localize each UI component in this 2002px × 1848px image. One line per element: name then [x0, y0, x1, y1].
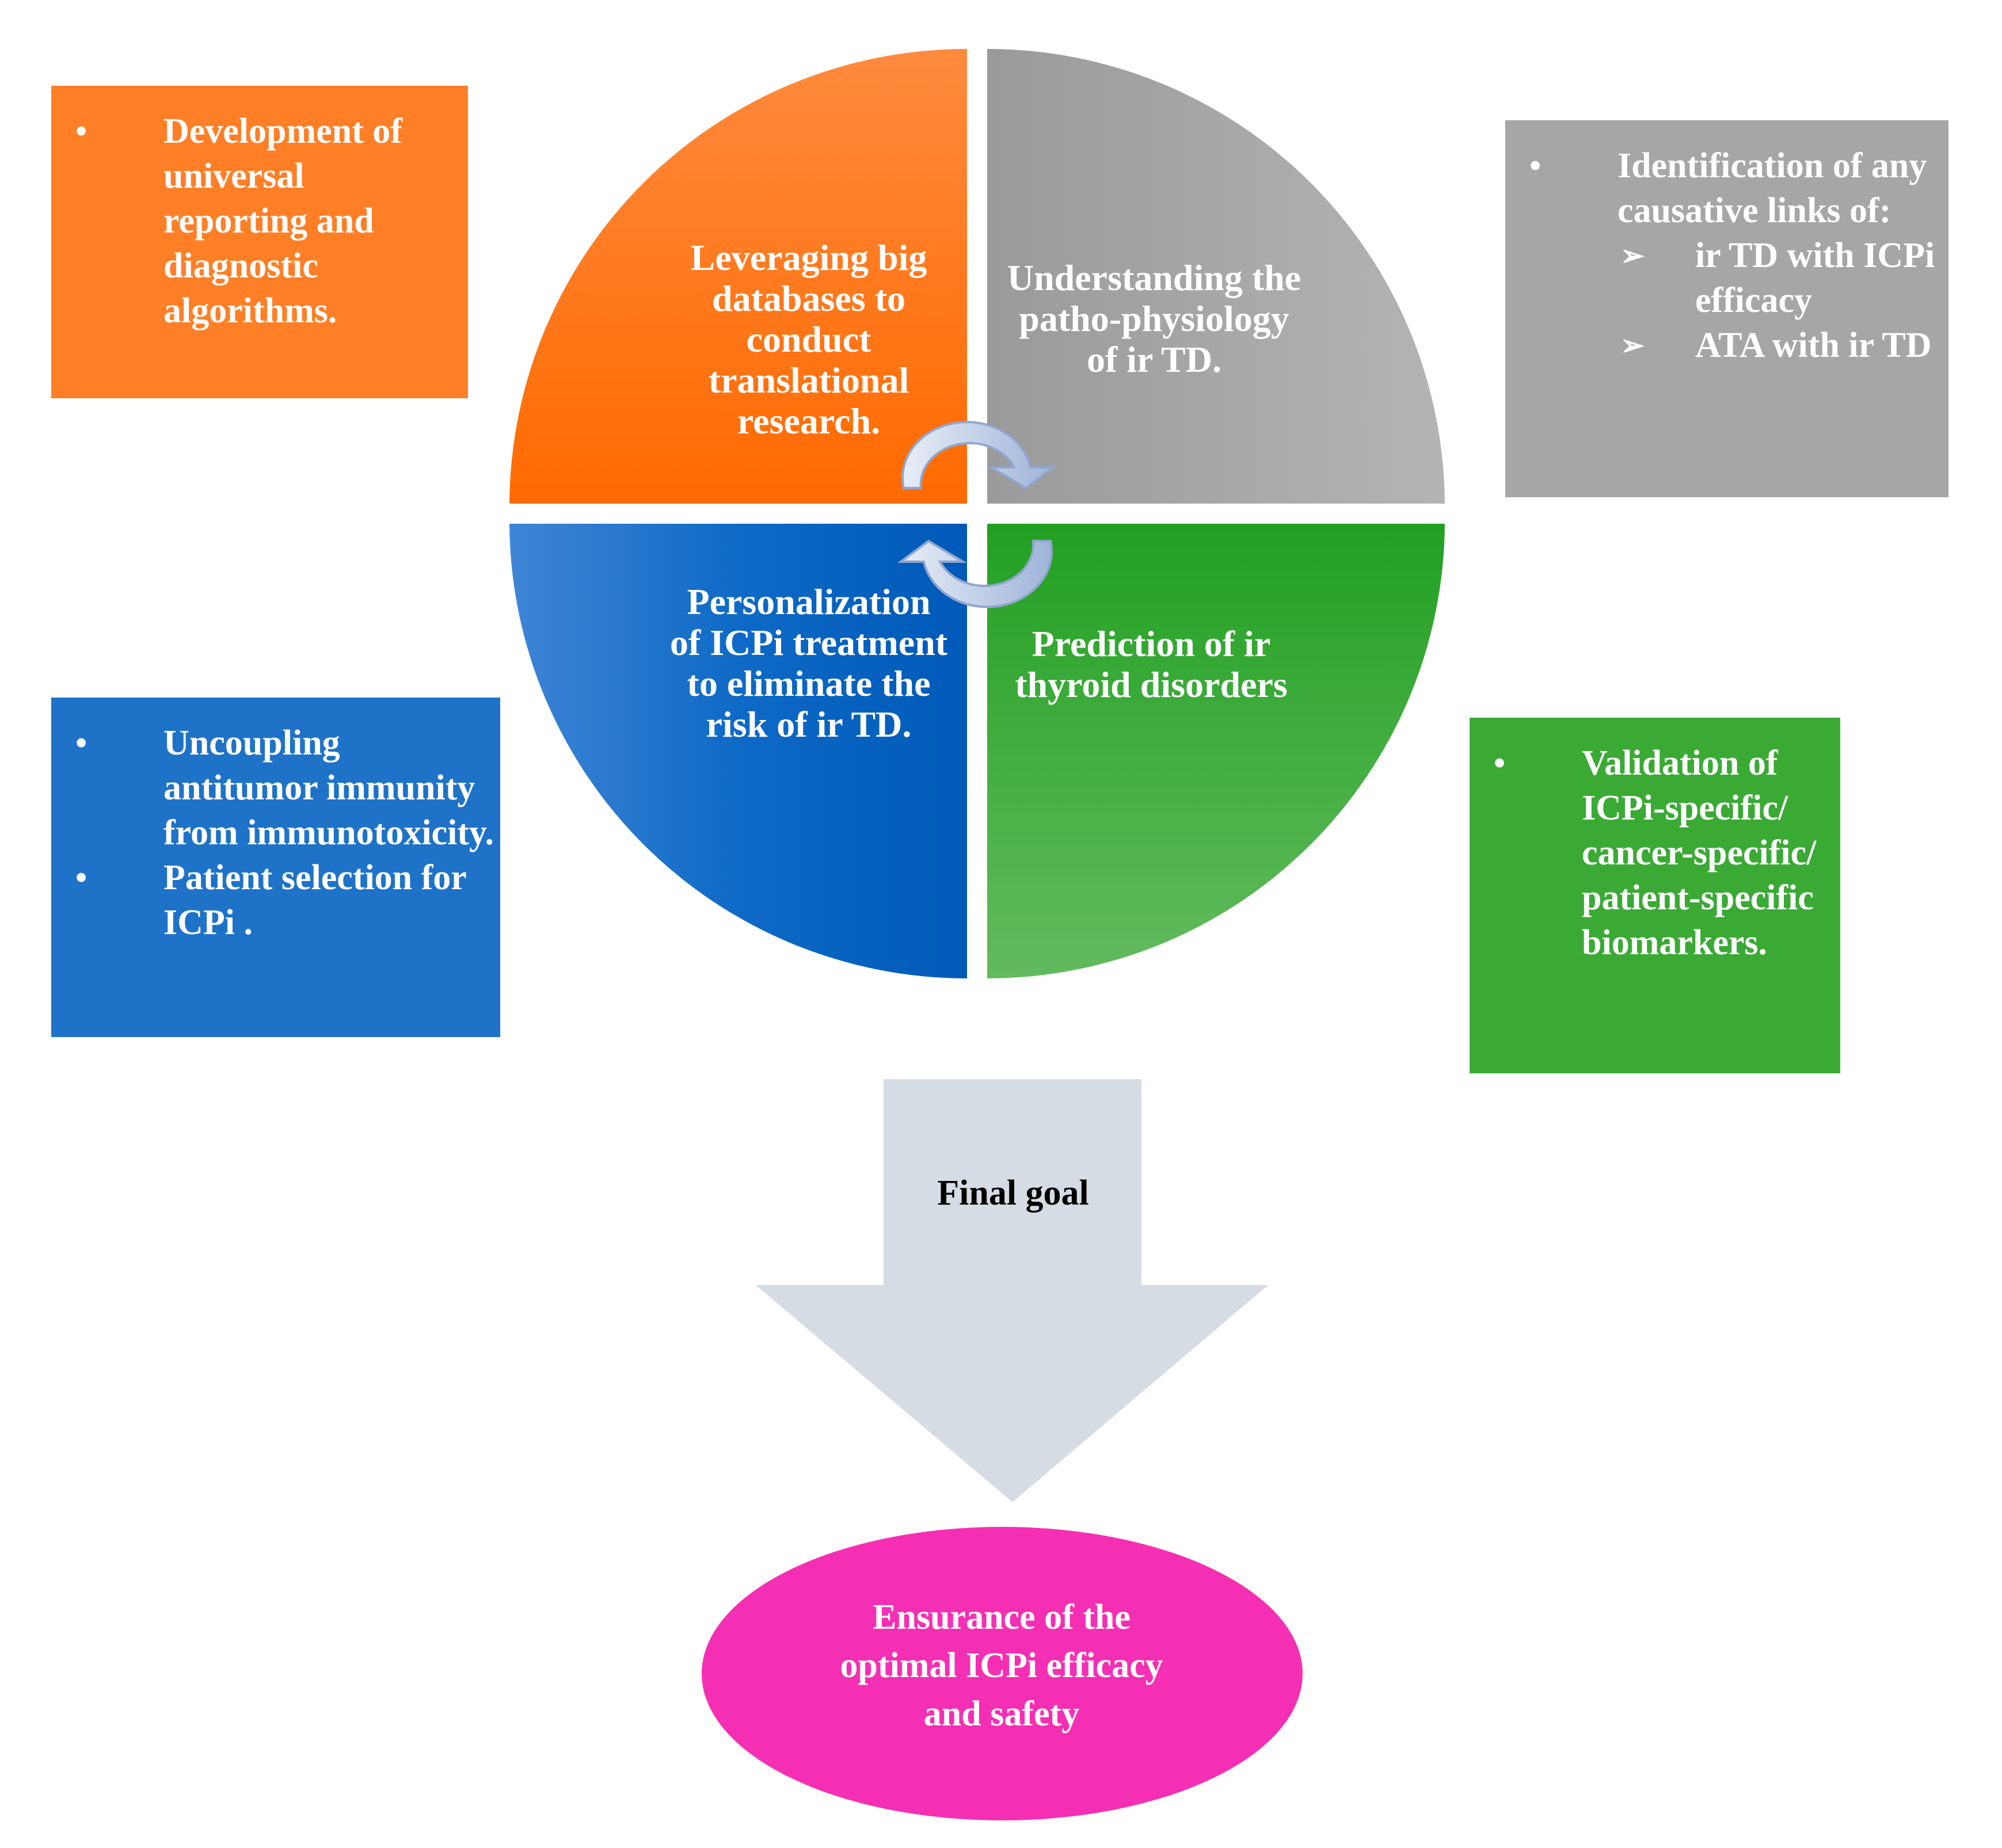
box-orange: Development of universal reporting and d…: [51, 86, 468, 398]
box-gray: Identification of any causative links of…: [1505, 120, 1948, 497]
sub-list-item: ATA with ir TD: [1505, 323, 1943, 368]
goal-ellipse: [702, 1527, 1303, 1820]
list-item: Patient selection for ICPi .: [51, 855, 494, 945]
goal-text: Ensurance of the optimal ICPi efficacy a…: [840, 1598, 1163, 1733]
quadrant-label-bottom-right: Prediction of ir thyroid disorders: [1015, 623, 1288, 705]
quadrant-label-bottom-left: Personalization of ICPi treatment to eli…: [669, 581, 948, 745]
final-goal-label: Final goal: [937, 1173, 1089, 1213]
cycle-arrow-bottom-icon: [897, 539, 1053, 608]
quadrant-gray: [987, 49, 1445, 504]
quadrant-label-top-right: Understanding the patho-physiology of ir…: [1007, 257, 1301, 380]
quadrant-green: [987, 524, 1445, 978]
final-goal-arrow: [756, 1079, 1268, 1502]
box-green: Validation of ICPi-specific/ cancer-spec…: [1470, 718, 1840, 1073]
sub-list-item: ir TD with ICPi efficacy: [1505, 233, 1943, 323]
cycle-arrow-top-icon: [901, 421, 1057, 490]
quadrant-orange: [509, 49, 967, 504]
box-blue: Uncoupling antitumor immunity from immun…: [51, 698, 500, 1037]
quadrant-blue: [509, 524, 967, 978]
list-item: Validation of ICPi-specific/ cancer-spec…: [1470, 741, 1834, 965]
list-item: Development of universal reporting and d…: [51, 109, 456, 333]
list-item: Uncoupling antitumor immunity from immun…: [51, 721, 494, 855]
list-item: Identification of any causative links of…: [1505, 143, 1943, 233]
quadrant-label-top-left: Leveraging big databases to conduct tran…: [690, 237, 927, 441]
